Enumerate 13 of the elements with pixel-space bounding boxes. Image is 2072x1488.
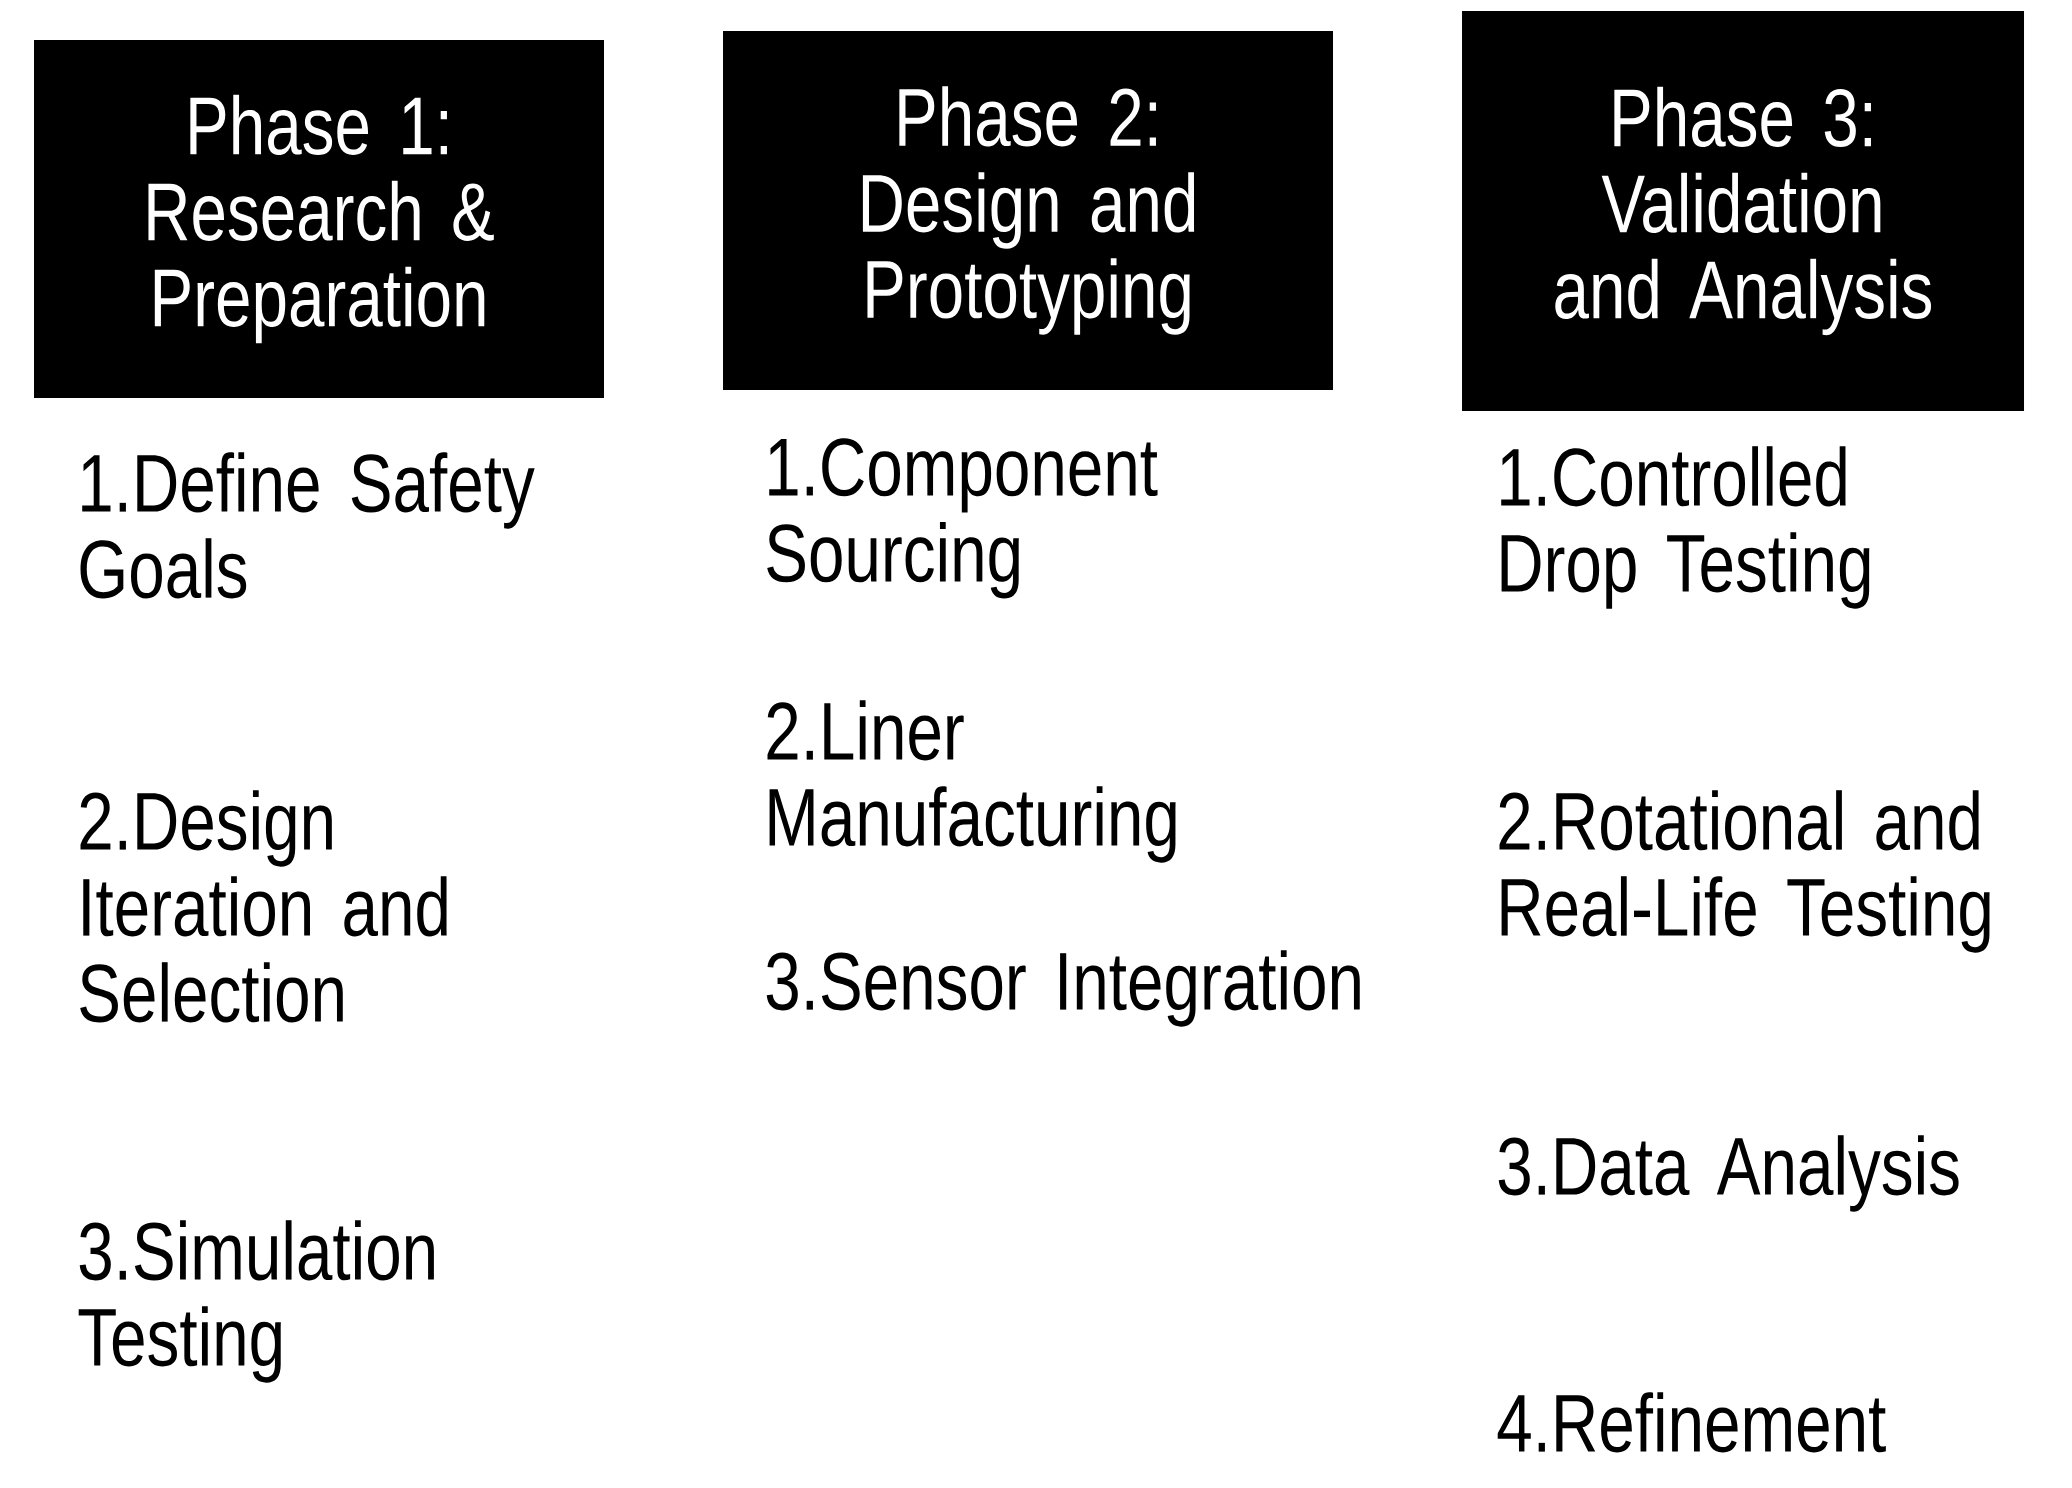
list-item: 2.Liner Manufacturing: [767, 700, 1176, 863]
list-item: 1.Controlled Drop Testing: [1501, 446, 1870, 609]
list-item: 1.Component Sourcing: [767, 438, 1158, 599]
phase-header-box: Phase 2: Design and Prototyping: [723, 31, 1333, 390]
list-item: 3.Simulation Testing: [78, 1220, 434, 1383]
list-item: 1.Define Safety Goals: [80, 452, 535, 599]
phase-header-box: Phase 3: Validation and Analysis: [1462, 11, 2024, 411]
list-item: 3.Data Analysis: [1498, 1135, 1959, 1212]
list-item: 3.Sensor Integration: [766, 950, 1360, 1027]
list-item: 4.Refinement: [1497, 1392, 1886, 1453]
phase-header-box: Phase 1: Research & Preparation: [34, 40, 604, 398]
list-item: 2.Rotational and Real-Life Testing: [1499, 790, 1990, 953]
list-item: 2.Design Iteration and Selection: [80, 790, 447, 1023]
